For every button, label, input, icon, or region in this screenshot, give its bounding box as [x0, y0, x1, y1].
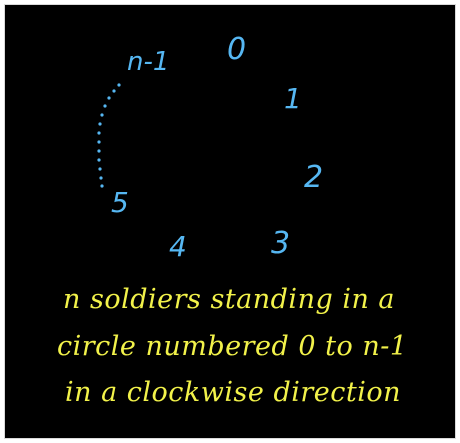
arc-dot — [112, 89, 116, 93]
soldier-label-1: 1 — [284, 82, 302, 115]
arc-dot — [117, 83, 121, 87]
whiteboard-canvas: n-1 0 1 2 3 4 5 n soldiers standing in a… — [4, 4, 456, 439]
arc-dot — [100, 113, 104, 117]
arc-dot — [97, 140, 101, 144]
note-line-3: in a clockwise direction — [65, 377, 401, 408]
arc-dot — [99, 176, 103, 180]
arc-dot — [97, 131, 101, 135]
note-line-2: circle numbered 0 to n-1 — [57, 331, 408, 362]
soldier-label-4: 4 — [169, 230, 187, 263]
arc-dot — [98, 167, 102, 171]
soldier-label-0: 0 — [227, 32, 247, 67]
arc-dot — [97, 158, 101, 162]
soldier-label-2: 2 — [304, 160, 324, 195]
arc-dot — [100, 184, 104, 188]
soldier-label-n-1: n-1 — [127, 47, 170, 77]
soldier-label-3: 3 — [271, 226, 291, 261]
arc-dot — [103, 104, 107, 108]
arc-dot — [107, 96, 111, 100]
note-line-1: n soldiers standing in a — [63, 284, 396, 315]
arc-dot — [98, 122, 102, 126]
dotted-arc — [97, 83, 121, 188]
arc-dot — [97, 149, 101, 153]
soldier-label-5: 5 — [111, 186, 129, 219]
